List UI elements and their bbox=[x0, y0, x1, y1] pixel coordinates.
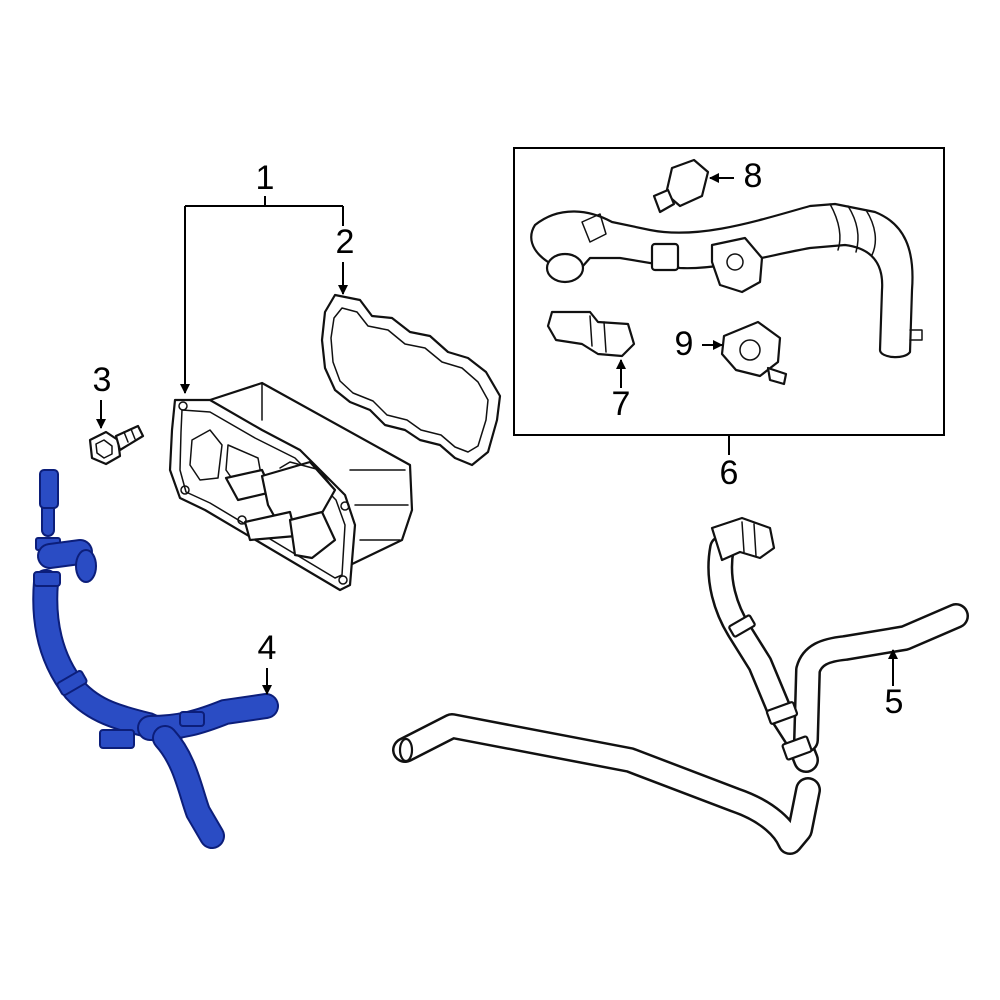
callout-group-9: 9 bbox=[675, 325, 723, 363]
sensor-part-8[interactable] bbox=[652, 158, 710, 214]
callout-8: 8 bbox=[744, 157, 763, 195]
tube-assembly-box-6: 6 bbox=[513, 147, 945, 492]
air-tube-part-6[interactable] bbox=[530, 202, 923, 359]
callout-3: 3 bbox=[93, 361, 112, 399]
callout-group-7: 7 bbox=[612, 359, 631, 423]
coolant-hose-part-5[interactable] bbox=[392, 516, 969, 855]
callout-group-3: 3 bbox=[93, 361, 112, 429]
callout-group-4: 4 bbox=[258, 629, 277, 695]
cooler-part-1[interactable] bbox=[168, 381, 414, 592]
callout-group-5: 5 bbox=[885, 649, 904, 721]
gasket-part-2[interactable] bbox=[320, 293, 502, 467]
callout-5: 5 bbox=[885, 683, 904, 721]
bolt-part-3[interactable] bbox=[88, 424, 145, 466]
callout-group-1-2: 1 2 bbox=[180, 159, 355, 394]
callout-9: 9 bbox=[675, 325, 694, 363]
callout-1: 1 bbox=[256, 159, 275, 197]
coolant-hose-part-4[interactable] bbox=[32, 469, 279, 849]
callout-6: 6 bbox=[720, 454, 739, 492]
sensor-part-7[interactable] bbox=[546, 310, 636, 358]
callout-2: 2 bbox=[336, 223, 355, 261]
callout-4: 4 bbox=[258, 629, 277, 667]
callout-group-8: 8 bbox=[709, 157, 763, 195]
callout-7: 7 bbox=[612, 385, 631, 423]
sensor-part-9[interactable] bbox=[720, 320, 788, 386]
